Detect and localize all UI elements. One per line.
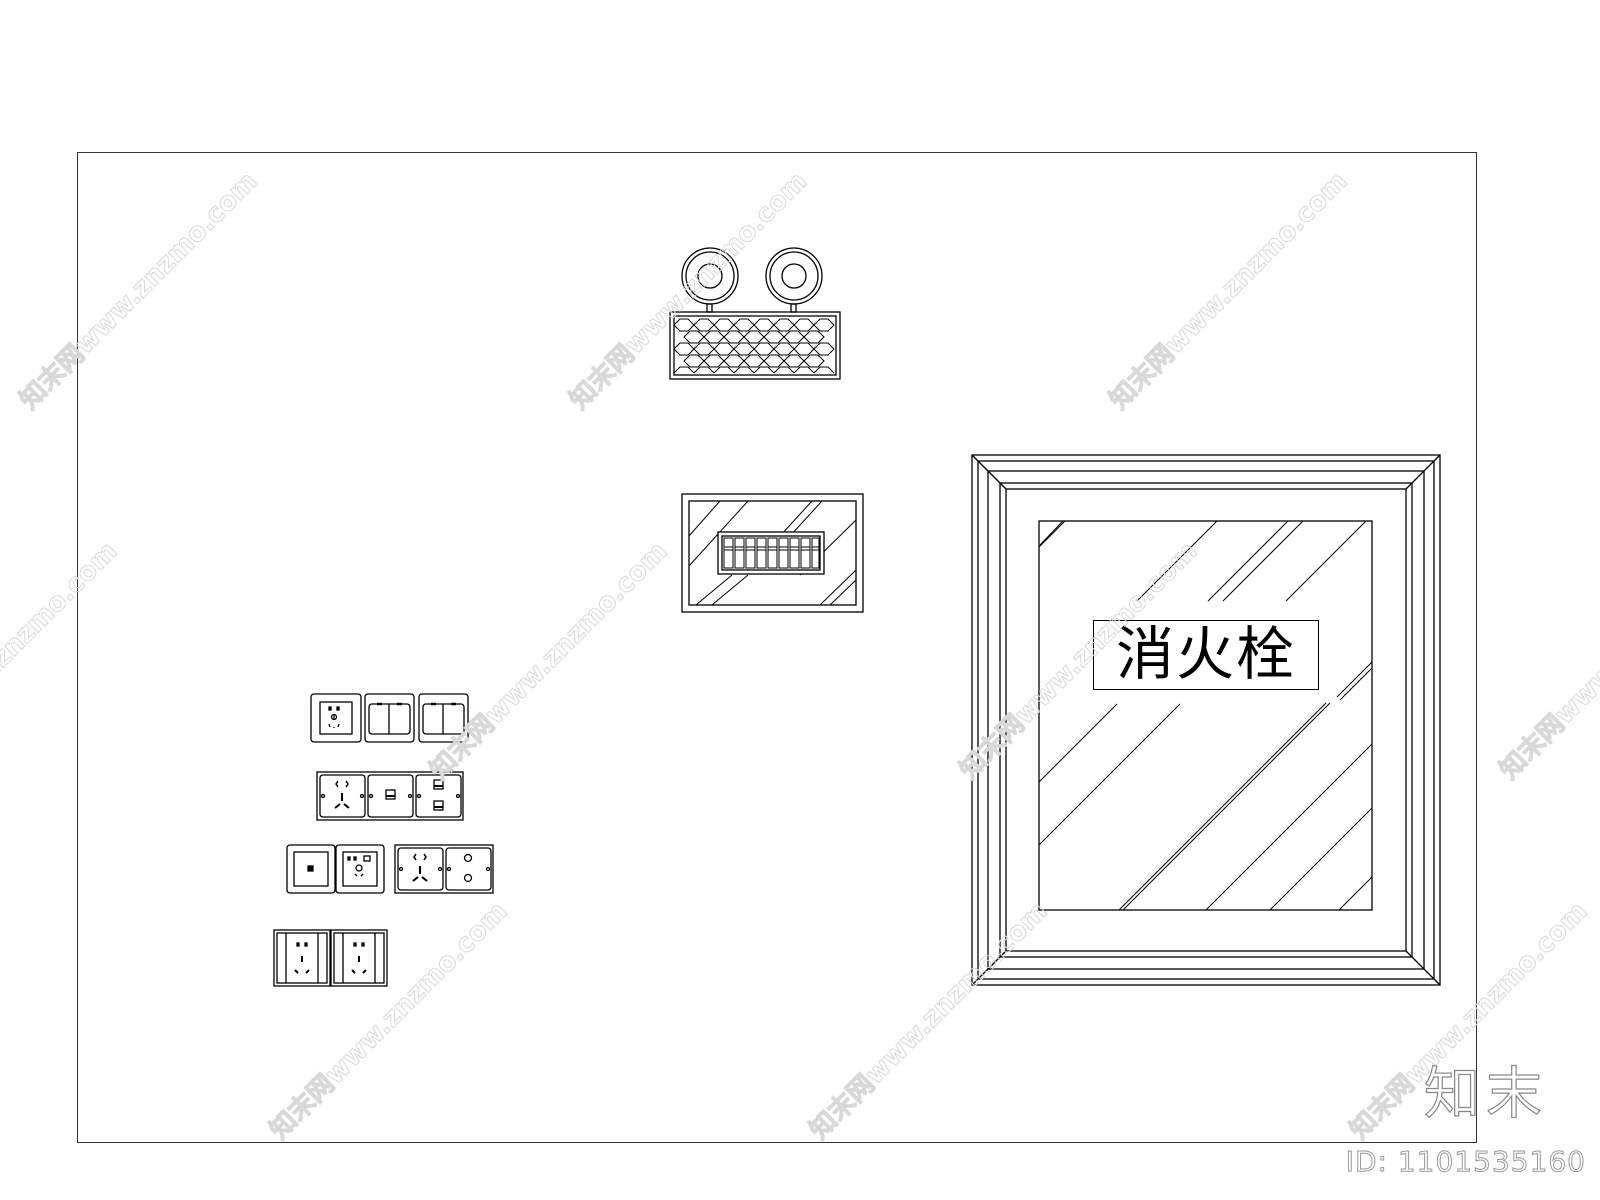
image-id: ID: 1101535160 — [1345, 1145, 1586, 1179]
switch-row-2 — [316, 771, 464, 821]
double-switch-icon — [364, 693, 415, 743]
double-data-outlet-icon — [415, 774, 462, 818]
brand-logo: 知末 — [1423, 1061, 1548, 1127]
switch-row-3 — [286, 844, 494, 894]
three-pin-socket-icon — [397, 847, 444, 891]
five-hole-socket-icon — [310, 693, 362, 743]
fire-hydrant-label: 消火栓 — [1093, 620, 1319, 690]
emergency-light-icon — [669, 247, 841, 380]
five-hole-socket-icon — [330, 929, 388, 987]
distribution-box-icon — [681, 493, 864, 613]
tv-outlet-icon — [286, 844, 336, 894]
double-switch-icon — [418, 693, 469, 743]
fire-hydrant-cabinet-icon — [971, 454, 1441, 986]
round-pin-socket-icon — [445, 847, 492, 891]
three-pin-socket-icon — [319, 774, 366, 818]
switch-row-1 — [310, 693, 469, 743]
drawing-frame — [77, 152, 1477, 1143]
data-outlet-icon — [367, 774, 414, 818]
socket-with-data-icon — [335, 844, 385, 894]
switch-row-4 — [273, 929, 388, 987]
five-hole-socket-icon — [273, 929, 331, 987]
